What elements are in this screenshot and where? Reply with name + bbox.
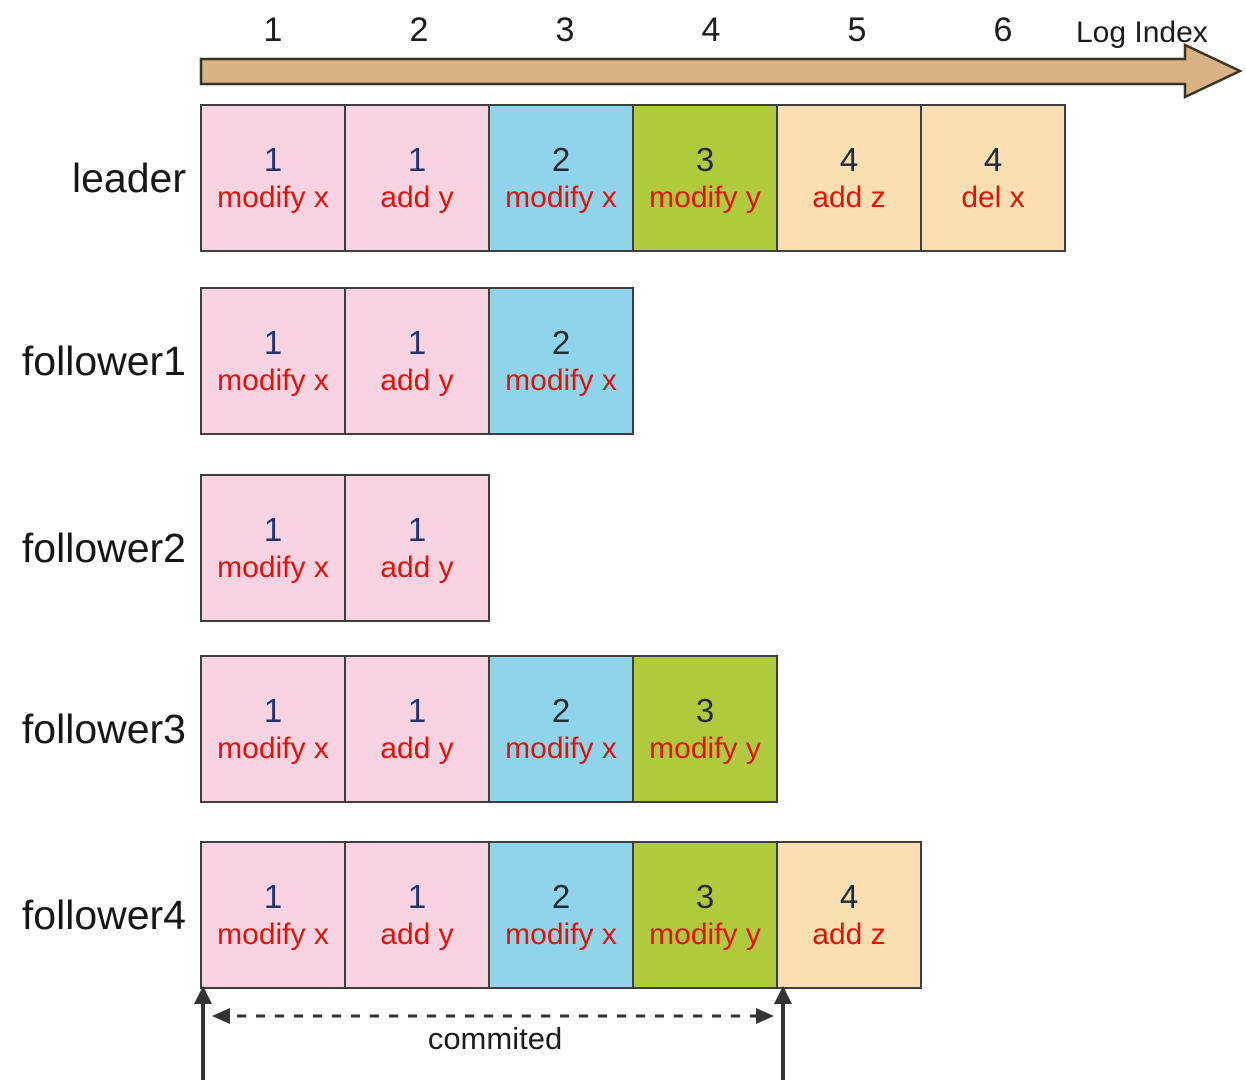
log-index-tick-4: 4 [701, 11, 721, 49]
entry-term: 2 [551, 324, 571, 361]
entry-operation: add z [812, 181, 886, 214]
entry-term: 1 [263, 878, 283, 915]
entry-operation: add y [380, 918, 454, 951]
entry-operation: add y [380, 551, 454, 584]
entry-operation: add z [812, 918, 886, 951]
entry-operation: modify x [217, 551, 329, 584]
entry-operation: del x [961, 181, 1025, 214]
entry-term: 3 [695, 141, 715, 178]
row-label-leader: leader [72, 154, 186, 201]
entry-operation: modify x [505, 732, 617, 765]
log-index-arrow-icon [199, 43, 1243, 99]
log-index-tick-1: 1 [263, 11, 283, 49]
entry-operation: modify x [217, 732, 329, 765]
log-index-tick-5: 5 [847, 11, 867, 49]
committed-start-marker [194, 986, 212, 1080]
entry-operation: modify x [217, 364, 329, 397]
entry-operation: add y [380, 181, 454, 214]
entry-term: 4 [839, 141, 859, 178]
entry-term: 1 [263, 511, 283, 548]
entry-operation: add y [380, 732, 454, 765]
log-index-tick-3: 3 [555, 11, 575, 49]
entry-term: 1 [407, 692, 427, 729]
entry-operation: modify x [505, 364, 617, 397]
entry-operation: modify x [505, 918, 617, 951]
entry-term: 3 [695, 878, 715, 915]
row-label-follower4: follower4 [21, 891, 186, 938]
row-label-follower2: follower2 [21, 524, 186, 571]
entry-term: 3 [695, 692, 715, 729]
entry-operation: modify y [649, 181, 761, 214]
entry-term: 4 [839, 878, 859, 915]
entry-operation: modify x [217, 181, 329, 214]
committed-range-annotation [194, 986, 792, 1080]
entry-term: 1 [407, 511, 427, 548]
committed-label: commited [427, 1021, 563, 1056]
entry-operation: modify x [505, 181, 617, 214]
entry-operation: add y [380, 364, 454, 397]
committed-end-marker [774, 986, 792, 1080]
entry-term: 2 [551, 141, 571, 178]
entry-term: 1 [263, 141, 283, 178]
entry-term: 1 [407, 141, 427, 178]
entry-term: 1 [263, 324, 283, 361]
entry-term: 1 [407, 878, 427, 915]
entry-term: 1 [407, 324, 427, 361]
log-index-tick-2: 2 [409, 11, 429, 49]
committed-range-arrow-icon [212, 1008, 774, 1024]
entry-term: 4 [983, 141, 1003, 178]
row-label-follower3: follower3 [21, 705, 186, 752]
log-index-tick-6: 6 [993, 11, 1013, 49]
log-index-label: Log Index [1076, 16, 1208, 49]
entry-term: 2 [551, 878, 571, 915]
row-label-follower1: follower1 [21, 337, 186, 384]
entry-operation: modify y [649, 732, 761, 765]
entry-operation: modify x [217, 918, 329, 951]
entry-term: 1 [263, 692, 283, 729]
entry-operation: modify y [649, 918, 761, 951]
entry-term: 2 [551, 692, 571, 729]
